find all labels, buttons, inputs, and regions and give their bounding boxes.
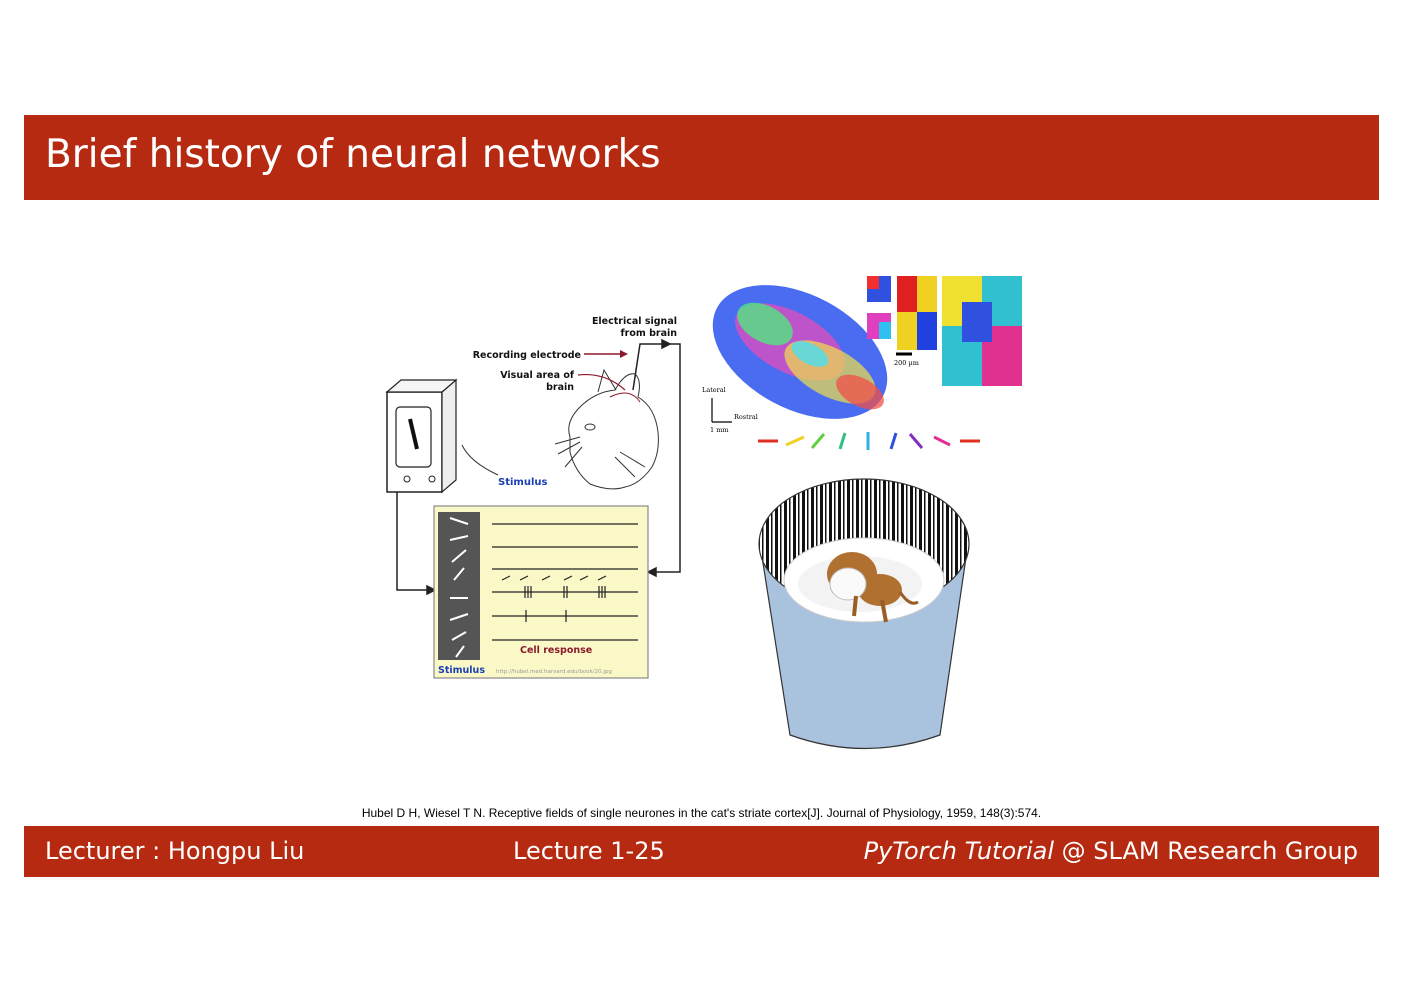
visual-area-label-1: Visual area of [500, 370, 575, 381]
stimulus-monitor [385, 378, 458, 494]
stimulus-label-top: Stimulus [498, 477, 547, 488]
footer-bar: Lecturer : Hongpu Liu Lecture 1-25 PyTor… [24, 826, 1379, 877]
tutorial-name: PyTorch Tutorial [863, 837, 1055, 865]
electrical-signal-label-2: from brain [621, 328, 678, 339]
recording-electrode-label: Recording electrode [473, 350, 581, 361]
citation: Hubel D H, Wiesel T N. Receptive fields … [361, 806, 1042, 820]
title-bar: Brief history of neural networks [24, 115, 1379, 200]
research-group: @ SLAM Research Group [1054, 837, 1358, 865]
stimulus-label-bottom: Stimulus [438, 665, 485, 676]
striped-drum-with-kitten [758, 478, 970, 750]
cell-response-panel: Cell response Stimulus http://hubel.med.… [433, 505, 649, 679]
electrical-signal-label-1: Electrical signal [592, 316, 677, 327]
slide-title: Brief history of neural networks [45, 132, 661, 177]
lateral-label: Lateral [702, 386, 726, 394]
hubel-wiesel-figure: Stimulus Electrical signal from brain Re… [385, 276, 1022, 750]
orientation-map: 200 µm Lateral Rostral 1 mm [702, 276, 1022, 450]
mm-label: 1 mm [710, 426, 729, 434]
cat-head-drawing [554, 368, 659, 490]
cell-response-label: Cell response [520, 645, 592, 656]
lecturer-label: Lecturer : Hongpu Liu [45, 837, 305, 865]
visual-area-label-2: brain [546, 382, 574, 393]
source-url-label: http://hubel.med.harvard.edu/book/20.jpg [496, 669, 612, 675]
scale-200um-label: 200 µm [894, 359, 919, 367]
rostral-label: Rostral [734, 413, 758, 421]
tutorial-credit: PyTorch Tutorial @ SLAM Research Group [864, 836, 1358, 866]
lecture-number: Lecture 1-25 [513, 837, 665, 865]
